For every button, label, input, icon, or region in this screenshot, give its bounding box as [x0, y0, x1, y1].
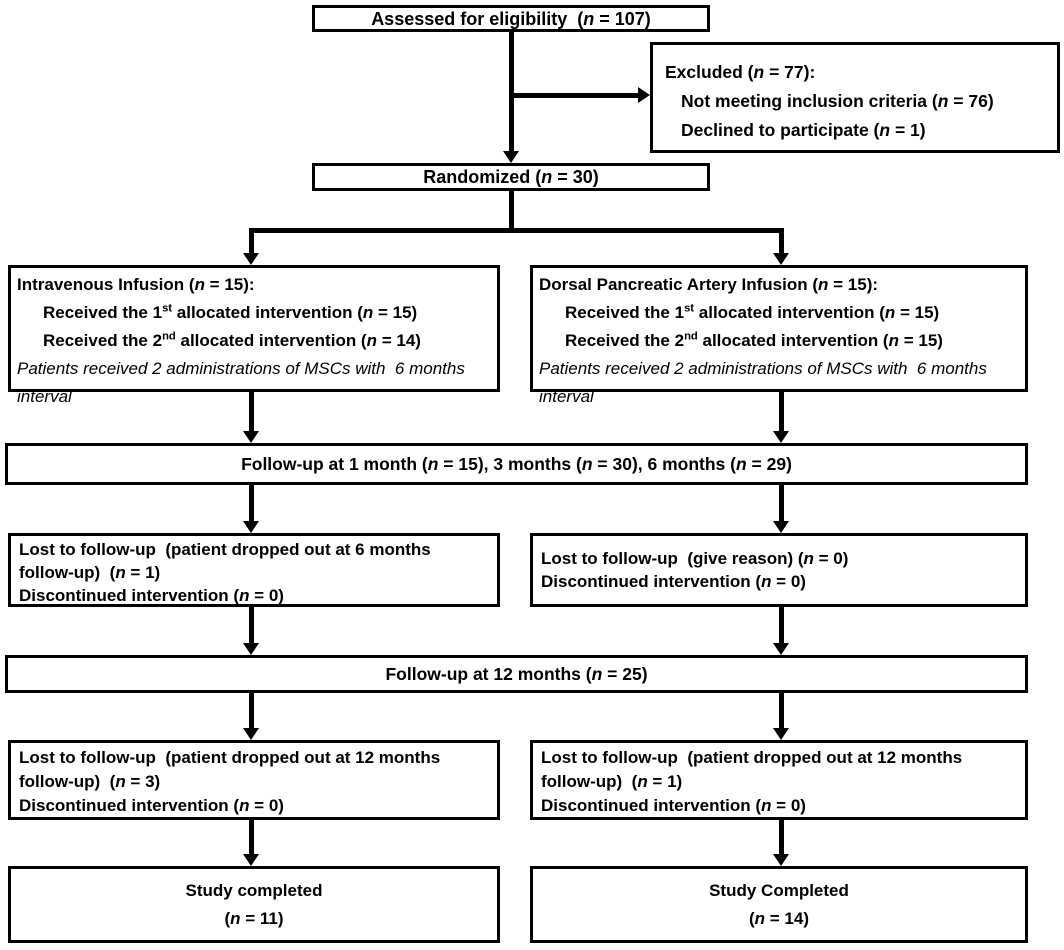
split-bar	[250, 228, 784, 233]
arrow-dpa-lost6-to-followup12	[773, 607, 790, 655]
arrow-iv-to-followup-early	[243, 392, 260, 443]
iv-allocation-note: Patients received 2 administrations of M…	[17, 359, 470, 406]
excluded-reason-1: Not meeting inclusion criteria (n = 76)	[681, 91, 994, 111]
iv-lost-6mo-box: Lost to follow-up (patient dropped out a…	[8, 533, 500, 607]
iv-allocation-box: Intravenous Infusion (n = 15): Received …	[8, 265, 500, 406]
arrow-followup12-to-dpa-lost12	[773, 693, 790, 740]
arrow-to-excluded	[509, 87, 650, 104]
dpa-lost-12mo-box: Lost to follow-up (patient dropped out a…	[530, 740, 1028, 820]
arrow-followup12-to-iv-lost12	[243, 693, 260, 740]
iv-discontinued-12mo-text: Discontinued intervention (n = 0)	[19, 796, 284, 815]
iv-completed-title: Study completed	[185, 880, 323, 900]
line-randomized-to-split	[509, 191, 514, 233]
arrow-split-to-iv-arm	[243, 228, 260, 265]
followup-early-box: Follow-up at 1 month (n = 15), 3 months …	[5, 443, 1028, 485]
dpa-completed-title: Study Completed	[709, 880, 849, 900]
arrow-dpa-to-followup-early	[773, 392, 790, 443]
dpa-allocation-title: Dorsal Pancreatic Artery Infusion (n = 1…	[539, 275, 879, 294]
assessed-box: Assessed for eligibility (n = 107)	[312, 5, 710, 32]
dpa-completed-n: (n = 14)	[748, 908, 809, 928]
excluded-reason-2: Declined to participate (n = 1)	[681, 120, 926, 140]
assessed-text: Assessed for eligibility (n = 107)	[371, 8, 651, 29]
arrow-iv-lost6-to-followup12	[243, 607, 260, 655]
arrow-assessed-to-randomized	[503, 31, 520, 163]
iv-lost-6mo-text: Lost to follow-up (patient dropped out a…	[19, 540, 436, 582]
iv-completed-n: (n = 11)	[224, 908, 284, 928]
randomized-box: Randomized (n = 30)	[312, 163, 710, 191]
arrow-iv-lost12-to-completed	[243, 820, 260, 866]
arrow-followup-early-to-iv-lost6	[243, 485, 260, 533]
followup-12mo-text: Follow-up at 12 months (n = 25)	[385, 664, 648, 684]
iv-intervention-1: Received the 1st allocated intervention …	[43, 302, 418, 322]
iv-discontinued-6mo-text: Discontinued intervention (n = 0)	[19, 586, 284, 605]
dpa-lost-12mo-text: Lost to follow-up (patient dropped out a…	[541, 748, 967, 791]
followup-12mo-box: Follow-up at 12 months (n = 25)	[5, 655, 1028, 693]
dpa-discontinued-12mo-text: Discontinued intervention (n = 0)	[541, 796, 806, 815]
arrow-dpa-lost12-to-completed	[773, 820, 790, 866]
dpa-discontinued-6mo-text: Discontinued intervention (n = 0)	[541, 572, 806, 591]
dpa-allocation-box: Dorsal Pancreatic Artery Infusion (n = 1…	[530, 265, 1028, 406]
dpa-intervention-2: Received the 2nd allocated intervention …	[565, 330, 943, 350]
dpa-allocation-note: Patients received 2 administrations of M…	[539, 359, 992, 406]
arrow-followup-early-to-dpa-lost6	[773, 485, 790, 533]
dpa-lost-6mo-box: Lost to follow-up (give reason) (n = 0) …	[530, 533, 1028, 607]
iv-allocation-title: Intravenous Infusion (n = 15):	[17, 275, 255, 294]
arrow-split-to-dpa-arm	[773, 228, 790, 265]
iv-lost-12mo-text: Lost to follow-up (patient dropped out a…	[19, 748, 445, 791]
dpa-completed-box: Study Completed (n = 14)	[530, 866, 1028, 943]
excluded-box: Excluded (n = 77): Not meeting inclusion…	[650, 42, 1060, 153]
excluded-title: Excluded (n = 77):	[665, 62, 816, 82]
iv-lost-12mo-box: Lost to follow-up (patient dropped out a…	[8, 740, 500, 820]
iv-intervention-2: Received the 2nd allocated intervention …	[43, 330, 421, 350]
dpa-lost-6mo-text: Lost to follow-up (give reason) (n = 0)	[541, 549, 849, 568]
iv-completed-box: Study completed (n = 11)	[8, 866, 500, 943]
dpa-intervention-1: Received the 1st allocated intervention …	[565, 302, 940, 322]
followup-early-text: Follow-up at 1 month (n = 15), 3 months …	[241, 454, 792, 474]
randomized-text: Randomized (n = 30)	[423, 167, 599, 187]
